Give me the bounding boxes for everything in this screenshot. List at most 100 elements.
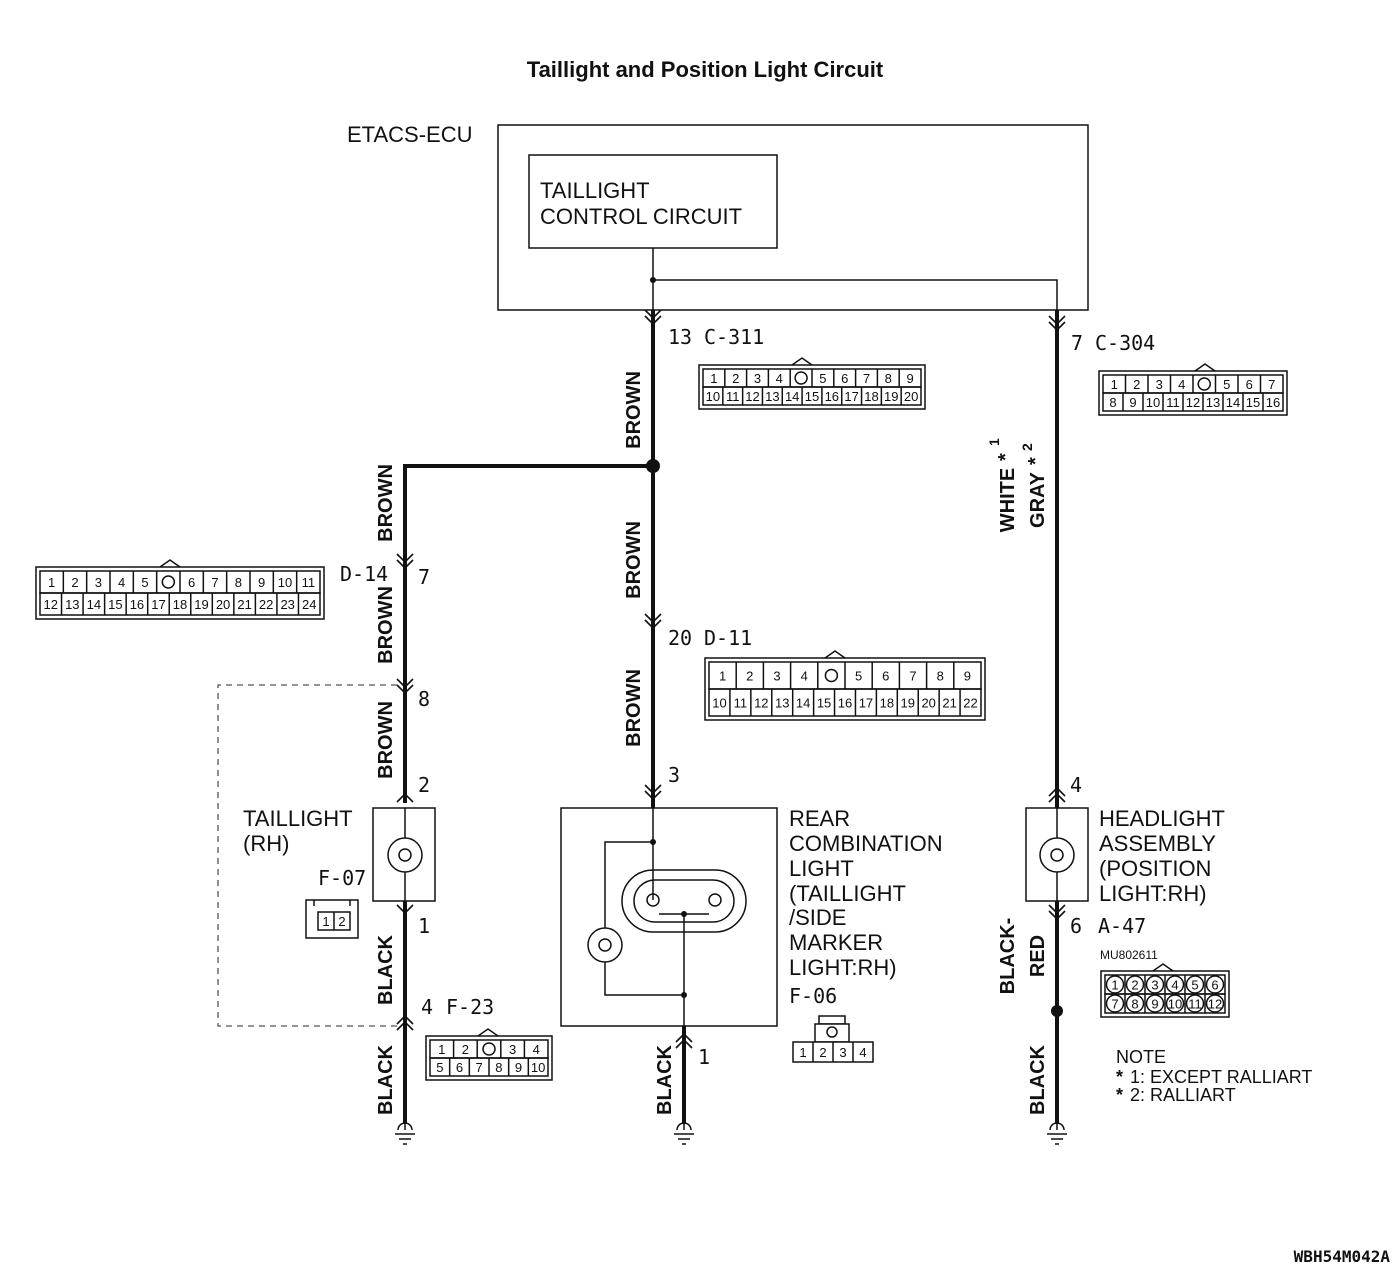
rear-top-pin: 3 bbox=[668, 763, 680, 787]
wire-label-black-red-2: RED bbox=[1027, 935, 1049, 977]
d14-cell-8: 8 bbox=[235, 575, 242, 590]
a47-pin: 6 bbox=[1070, 914, 1082, 938]
c311-cell-2: 2 bbox=[732, 371, 739, 386]
c311-cell-8: 8 bbox=[885, 371, 892, 386]
a47-cell-7: 7 bbox=[1111, 997, 1118, 1012]
c311-cell-18: 18 bbox=[864, 389, 878, 404]
rear-bottom-pin: 1 bbox=[698, 1045, 710, 1069]
d14-cell-24: 24 bbox=[302, 597, 316, 612]
a47-pin-ring bbox=[1165, 994, 1185, 1013]
a47-pin-ring bbox=[1205, 975, 1225, 994]
rear-label-7: LIGHT:RH) bbox=[789, 955, 897, 980]
f23-key-hole bbox=[482, 1042, 496, 1056]
rear-bottom-mark bbox=[675, 1032, 693, 1049]
d14-cell-11: 11 bbox=[302, 575, 316, 590]
c311-pin: 13 bbox=[668, 325, 692, 349]
d14-row bbox=[39, 592, 321, 616]
a47-pin-ring bbox=[1105, 994, 1125, 1013]
d14-lower-mark bbox=[396, 678, 414, 695]
c304-cell-11: 11 bbox=[1166, 395, 1180, 410]
d14-cell-7: 7 bbox=[211, 575, 218, 590]
d14-mark bbox=[396, 553, 414, 570]
c304-cell-7: 7 bbox=[1268, 377, 1275, 392]
f23-notch bbox=[477, 1028, 499, 1037]
c304-cell-5: 5 bbox=[1223, 377, 1230, 392]
ground-symbol bbox=[394, 1122, 416, 1145]
d11-cell-19: 19 bbox=[901, 696, 915, 711]
f06-name: F-06 bbox=[789, 984, 837, 1008]
f23-cell-1: 1 bbox=[438, 1042, 445, 1057]
wire-label-gray-star: * bbox=[1025, 457, 1047, 465]
f07-connector-icon: 1 2 bbox=[305, 899, 359, 939]
c311-cell-5: 5 bbox=[819, 371, 826, 386]
bulb-icon bbox=[587, 927, 623, 963]
d14-cell-20: 20 bbox=[216, 597, 230, 612]
wire-label-black-red-1: BLACK- bbox=[997, 918, 1019, 995]
d11-cell-12: 12 bbox=[754, 696, 768, 711]
c304-cell-10: 10 bbox=[1146, 395, 1160, 410]
note-heading: NOTE bbox=[1116, 1047, 1166, 1067]
wire-label-white: WHITE bbox=[997, 468, 1019, 532]
taillight-harness-dashed-outline bbox=[217, 684, 397, 1027]
d11-cell-14: 14 bbox=[796, 696, 810, 711]
wire-label-white-star: * bbox=[995, 453, 1017, 461]
headlight-top-pin: 4 bbox=[1070, 773, 1082, 797]
d11-cell-4: 4 bbox=[801, 669, 808, 684]
diagram-title: Taillight and Position Light Circuit bbox=[527, 57, 884, 82]
c311-cell-12: 12 bbox=[745, 389, 759, 404]
c311-cell-14: 14 bbox=[785, 389, 799, 404]
d11-cell-17: 17 bbox=[859, 696, 873, 711]
wire-label-black-ground-left: BLACK bbox=[375, 1044, 397, 1115]
wire-label-brown-c311: BROWN bbox=[623, 371, 645, 449]
d11-cell-6: 6 bbox=[882, 669, 889, 684]
wire-label-brown-d14-lower: BROWN bbox=[375, 586, 397, 664]
ground-symbol bbox=[673, 1122, 695, 1145]
d14-cell-23: 23 bbox=[280, 597, 294, 612]
a47-cell-11: 11 bbox=[1188, 997, 1202, 1012]
f23-cell-6: 6 bbox=[456, 1060, 463, 1075]
c304-cell-6: 6 bbox=[1246, 377, 1253, 392]
wire-label-white-sup: 1 bbox=[986, 438, 1002, 446]
headlight-label-2: ASSEMBLY bbox=[1099, 831, 1216, 856]
a47-cell-6: 6 bbox=[1211, 978, 1218, 993]
c304-cell-14: 14 bbox=[1226, 395, 1240, 410]
d11-name: D-11 bbox=[704, 626, 752, 650]
a47-cell-9: 9 bbox=[1151, 997, 1158, 1012]
wire-d14-brown bbox=[403, 464, 653, 803]
d14-cell-9: 9 bbox=[258, 575, 265, 590]
c311-cell-7: 7 bbox=[863, 371, 870, 386]
d11-cell-1: 1 bbox=[719, 669, 726, 684]
d11-notch bbox=[824, 650, 846, 659]
a47-cell-2: 2 bbox=[1131, 978, 1138, 993]
note-star-2: * bbox=[1116, 1085, 1123, 1105]
d14-cell-6: 6 bbox=[188, 575, 195, 590]
c311-cell-16: 16 bbox=[825, 389, 839, 404]
d14-name: D-14 bbox=[340, 562, 388, 586]
d14-notch bbox=[159, 559, 181, 568]
c304-pin: 7 bbox=[1071, 331, 1083, 355]
d11-cell-22: 22 bbox=[963, 696, 977, 711]
c311-mark bbox=[644, 309, 662, 326]
d14-cell-19: 19 bbox=[194, 597, 208, 612]
d14-cell-10: 10 bbox=[278, 575, 292, 590]
f23-name: F-23 bbox=[446, 995, 494, 1019]
c311-cell-19: 19 bbox=[884, 389, 898, 404]
d14-key-hole bbox=[161, 575, 176, 589]
c304-cell-12: 12 bbox=[1186, 395, 1200, 410]
c304-cell-9: 9 bbox=[1129, 395, 1136, 410]
d14-cell-1: 1 bbox=[48, 575, 55, 590]
taillight-bottom-mark bbox=[396, 904, 414, 915]
taillight-rh-box bbox=[372, 807, 436, 902]
rear-label-3: LIGHT bbox=[789, 856, 854, 881]
d11-key-hole bbox=[824, 668, 839, 683]
connector-marks bbox=[396, 309, 1066, 1049]
d11-cell-21: 21 bbox=[942, 696, 956, 711]
c311-notch bbox=[791, 357, 813, 366]
a47-cell-3: 3 bbox=[1151, 978, 1158, 993]
d14-lower-pin: 8 bbox=[418, 687, 430, 711]
